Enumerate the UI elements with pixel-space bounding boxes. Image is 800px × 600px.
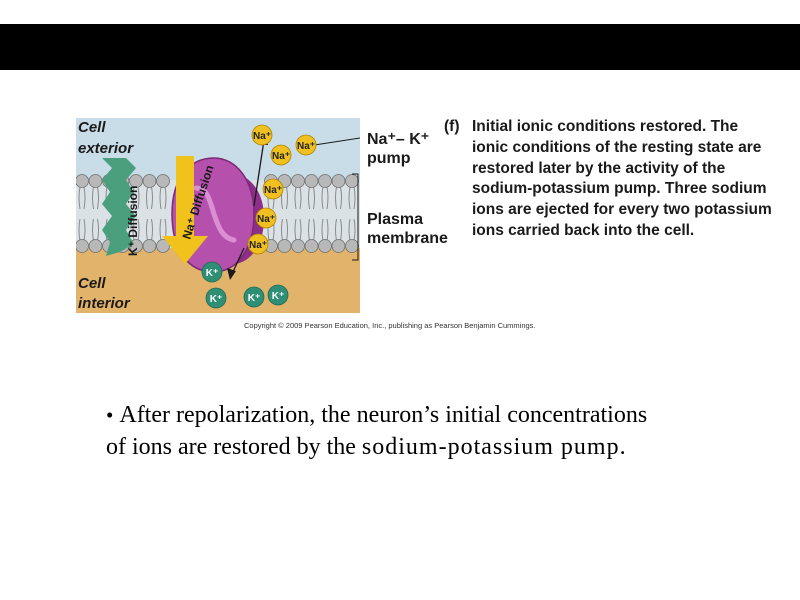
membrane-bracket	[352, 173, 359, 261]
lipid-tail	[92, 218, 99, 242]
cell-interior-label-line1: Cell	[78, 275, 106, 292]
lipid-tail	[294, 218, 302, 242]
sodium-ion: Na⁺	[247, 233, 269, 255]
ion-pump-diagram: Cell exterior Cell interior K⁺ Diffusion…	[76, 118, 360, 313]
lipid-head	[331, 239, 346, 253]
bullet-period: .	[619, 433, 626, 460]
lipid-tail	[78, 186, 86, 210]
cell-exterior-label-line2: exterior	[78, 140, 134, 157]
pump-entry-arrowhead	[227, 268, 236, 280]
lipid-head	[88, 239, 103, 253]
lipid-tail	[146, 218, 153, 242]
title-bar	[0, 24, 800, 70]
lipid-tail	[78, 218, 86, 242]
bullet-point: •After repolarization, the neuron’s init…	[106, 400, 666, 463]
lipid-head	[304, 174, 319, 188]
bullet-symbol: •	[106, 403, 114, 427]
lipid-tail	[132, 186, 140, 210]
lipid-head	[129, 174, 143, 188]
lipid-tail	[308, 218, 315, 242]
pump-channel	[193, 185, 237, 243]
lipid-tail	[146, 186, 153, 210]
potassium-ion-label: K⁺	[248, 293, 261, 304]
potassium-ion-label: K⁺	[272, 291, 285, 302]
lipid-tail	[281, 218, 288, 242]
sodium-ion: Na⁺	[262, 178, 284, 200]
membrane-label: Plasma membrane	[367, 210, 448, 248]
membrane-label-line1: Plasma	[367, 211, 424, 228]
lipid-tail	[348, 186, 356, 210]
pump-exit-arrow	[253, 139, 265, 207]
potassium-ion-label: K⁺	[206, 268, 219, 279]
lipid-tail	[159, 186, 167, 210]
potassium-ion-label: K⁺	[210, 294, 223, 305]
cell-exterior-label-line1: Cell	[78, 119, 106, 136]
sodium-ion: Na⁺	[270, 144, 292, 166]
lipid-head	[318, 239, 332, 253]
copyright-notice: Copyright © 2009 Pearson Education, Inc.…	[244, 321, 536, 330]
sodium-ion-label: Na⁺	[272, 151, 290, 162]
lipid-head	[76, 239, 89, 253]
sodium-ion: Na⁺	[295, 134, 317, 156]
lipid-tail	[132, 218, 140, 242]
lipid-tail	[321, 218, 329, 242]
potassium-ion: K⁺	[267, 284, 289, 306]
lipid-tail	[335, 186, 342, 210]
lipid-head	[142, 239, 157, 253]
lipid-head	[156, 239, 170, 253]
lipid-head	[88, 174, 103, 188]
sodium-ion-label: Na⁺	[249, 240, 267, 251]
sodium-ion-label: Na⁺	[253, 131, 271, 142]
lipid-tail	[321, 186, 329, 210]
pump-callout-line	[307, 137, 360, 147]
bullet-term: sodium-potassium pump	[361, 433, 620, 460]
lipid-tail	[308, 186, 315, 210]
lipid-tail	[348, 218, 356, 242]
lipid-head	[291, 174, 305, 188]
sodium-ion-label: Na⁺	[297, 141, 315, 152]
pump-label-line1: Na⁺– K⁺	[367, 131, 430, 148]
potassium-ion: K⁺	[205, 287, 227, 309]
caption-tag: (f)	[444, 118, 460, 135]
figure-caption: (f) Initial ionic conditions restored. T…	[444, 117, 772, 242]
sodium-ion-label: Na⁺	[264, 185, 282, 196]
sodium-ion: Na⁺	[251, 124, 273, 146]
pump-entry-arrow	[231, 247, 245, 275]
membrane-label-line2: membrane	[367, 230, 448, 247]
lipid-head	[304, 239, 319, 253]
lipid-head	[345, 174, 359, 188]
lipid-head	[291, 239, 305, 253]
caption-title: Initial ionic conditions restored.	[472, 118, 707, 135]
lipid-head	[277, 239, 292, 253]
pump-label-line2: pump	[367, 150, 411, 167]
lipid-head	[76, 174, 89, 188]
k-diffusion-arrow	[102, 158, 136, 256]
potassium-ion: K⁺	[243, 286, 265, 308]
lipid-head	[142, 174, 157, 188]
sodium-ion-label: Na⁺	[257, 214, 275, 225]
lipid-head	[345, 239, 359, 253]
na-diffusion-arrow	[162, 156, 208, 264]
caption-body: The ionic conditions of the resting stat…	[472, 118, 772, 239]
bullet-text: After repolarization, the neuron’s initi…	[106, 402, 648, 460]
diagram-canvas: Cell exterior Cell interior K⁺ Diffusion…	[76, 118, 360, 313]
lipid-head	[156, 174, 170, 188]
pump-label: Na⁺– K⁺ pump	[367, 130, 429, 168]
ion-layer: Na⁺Na⁺Na⁺Na⁺Na⁺Na⁺K⁺K⁺K⁺K⁺	[201, 124, 317, 309]
lipid-head	[318, 174, 332, 188]
k-diffusion-label: K⁺ Diffusion	[126, 186, 140, 256]
lipid-tail	[92, 186, 99, 210]
potassium-ion: K⁺	[201, 261, 223, 283]
lipid-tail	[335, 218, 342, 242]
cell-interior-label-line2: interior	[78, 295, 131, 312]
lipid-head	[331, 174, 346, 188]
sodium-ion: Na⁺	[255, 207, 277, 229]
lipid-tail	[294, 186, 302, 210]
